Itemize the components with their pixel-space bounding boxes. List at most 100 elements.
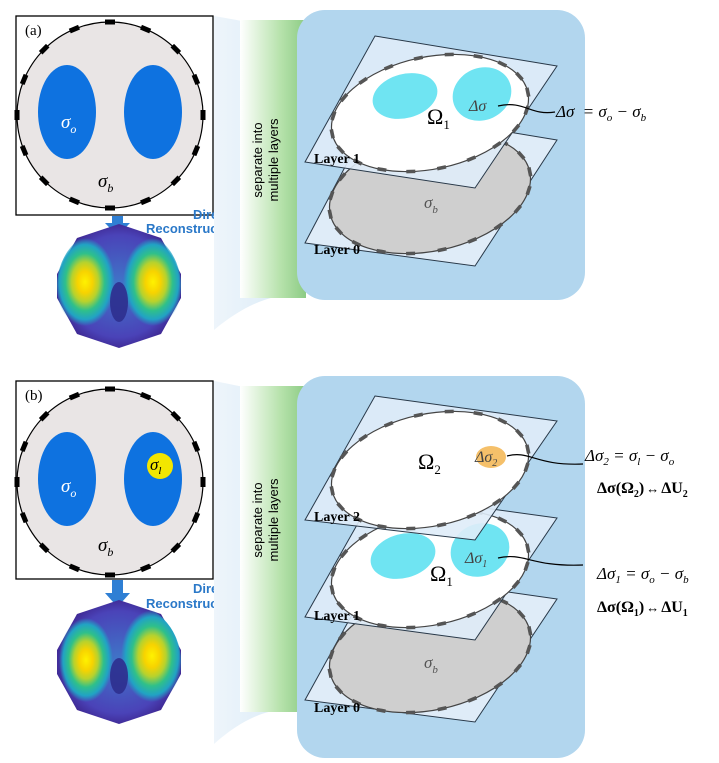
- electrode-mark: [170, 175, 182, 187]
- electrode-mark: [328, 649, 335, 660]
- electrode-mark: [140, 196, 152, 206]
- delta-sigma-1-b: Δσ1: [464, 550, 487, 570]
- panel-b: (b) σo σl σb Direct Reconstruction separ…: [14, 376, 689, 758]
- layer-0-label-b: Layer 0: [314, 701, 360, 716]
- separate-label-b: separate into multiple layers: [250, 478, 281, 562]
- electrode-mark: [330, 566, 337, 577]
- equation-2-b: Δσ2 = σl − σo: [584, 446, 675, 468]
- electrode-mark: [358, 76, 368, 85]
- electrode-mark: [336, 601, 345, 611]
- electrode-mark: [377, 166, 387, 173]
- electrode-mark: [466, 611, 477, 619]
- electrode-mark: [437, 247, 447, 253]
- electrode-mark: [38, 43, 50, 55]
- electrode-mark: [68, 196, 80, 206]
- svg-text:multiple layers: multiple layers: [266, 118, 281, 202]
- sigma-o-label-b: σo: [61, 476, 76, 500]
- electrode-mark: [105, 386, 115, 392]
- electrode-mark: [436, 522, 447, 528]
- omega-1-b: Ω1: [430, 561, 453, 589]
- inclusion-b: [147, 453, 173, 479]
- electrode-mark: [330, 467, 337, 478]
- electrode-mark: [523, 105, 530, 116]
- electrode-mark: [337, 172, 347, 182]
- electrode-mark: [511, 123, 521, 133]
- electrode-mark: [339, 93, 349, 103]
- electrode-mark: [497, 60, 508, 68]
- omega-2-b: Ω2: [418, 449, 441, 477]
- electrode-mark: [527, 626, 533, 636]
- electrode-mark: [383, 420, 394, 428]
- electrode-mark: [473, 53, 483, 60]
- electrode-mark: [140, 391, 152, 401]
- svg-text:separate into: separate into: [250, 122, 265, 197]
- electrode-mark: [327, 209, 333, 219]
- delta-sigma-a: Δσ: [468, 98, 487, 115]
- electrode-mark: [329, 486, 335, 496]
- electrode-mark: [38, 410, 50, 422]
- electrode-mark: [352, 158, 363, 166]
- leader-line-2-b: [506, 454, 584, 465]
- electrode-mark: [467, 696, 478, 703]
- electrode-mark: [105, 205, 115, 211]
- electrode-mark: [358, 532, 368, 541]
- electrode-mark: [68, 391, 80, 401]
- electrode-mark: [352, 515, 363, 523]
- electrode-mark: [336, 145, 345, 155]
- electrode-mark: [525, 185, 532, 196]
- electrode-mark: [515, 428, 524, 438]
- electrode-mark: [38, 542, 50, 554]
- electrode-mark: [383, 63, 394, 71]
- layer-2-b: Ω2 Δσ2 Layer 2: [304, 395, 558, 541]
- reconstruction-heatmap-b: [57, 600, 181, 724]
- electrode-mark: [358, 433, 368, 442]
- electrode-mark: [191, 512, 201, 524]
- electrode-mark: [525, 543, 531, 553]
- leader-line-1-b: [497, 556, 584, 566]
- electrode-mark: [376, 707, 386, 713]
- electrode-mark: [337, 631, 347, 641]
- equation-a: Δσ = σo − σb: [555, 102, 647, 124]
- electrode-mark: [515, 71, 524, 81]
- panel-a: (a) σo σb Direct Reconstruction separate…: [14, 10, 647, 348]
- equation-1-b: Δσ1 = σo − σb: [596, 564, 689, 586]
- electrode-mark: [437, 706, 447, 712]
- electrode-mark: [328, 190, 335, 201]
- electrode-mark: [511, 480, 521, 490]
- electrode-mark: [352, 614, 363, 622]
- anomaly-right-b: [124, 432, 182, 526]
- electrode-mark: [493, 681, 504, 690]
- electrode-mark: [466, 155, 477, 163]
- svg-text:multiple layers: multiple layers: [266, 478, 281, 562]
- electrode-mark: [527, 167, 533, 177]
- electrode-mark: [200, 110, 206, 120]
- electrode-mark: [191, 440, 201, 452]
- electrode-mark: [329, 129, 335, 139]
- conductivity-disk-b: [14, 386, 206, 578]
- electrode-mark: [327, 668, 333, 678]
- electrode-mark: [330, 110, 337, 121]
- electrode-mark: [523, 462, 530, 473]
- mapping-1-b: Δσ(Ω1)↔ΔU1: [597, 599, 688, 619]
- electrode-mark: [68, 24, 80, 34]
- electrode-mark: [19, 440, 29, 452]
- mapping-2-b: Δσ(Ω2)↔ΔU2: [597, 480, 688, 500]
- electrode-mark: [413, 412, 424, 418]
- electrode-mark: [105, 572, 115, 578]
- electrode-mark: [436, 621, 447, 627]
- anomaly-left-b: [38, 432, 96, 526]
- anomaly-left-a: [38, 65, 96, 159]
- electrode-mark: [170, 410, 182, 422]
- electrode-mark: [492, 498, 502, 507]
- separation-band-a: [240, 20, 306, 298]
- electrode-mark: [191, 145, 201, 157]
- electrode-mark: [444, 52, 454, 57]
- electrode-mark: [105, 19, 115, 25]
- electrode-mark: [525, 644, 532, 655]
- electrode-mark: [413, 55, 424, 61]
- electrode-mark: [377, 622, 387, 629]
- electrode-mark: [200, 477, 206, 487]
- electrode-mark: [523, 561, 530, 572]
- electrode-mark: [19, 145, 29, 157]
